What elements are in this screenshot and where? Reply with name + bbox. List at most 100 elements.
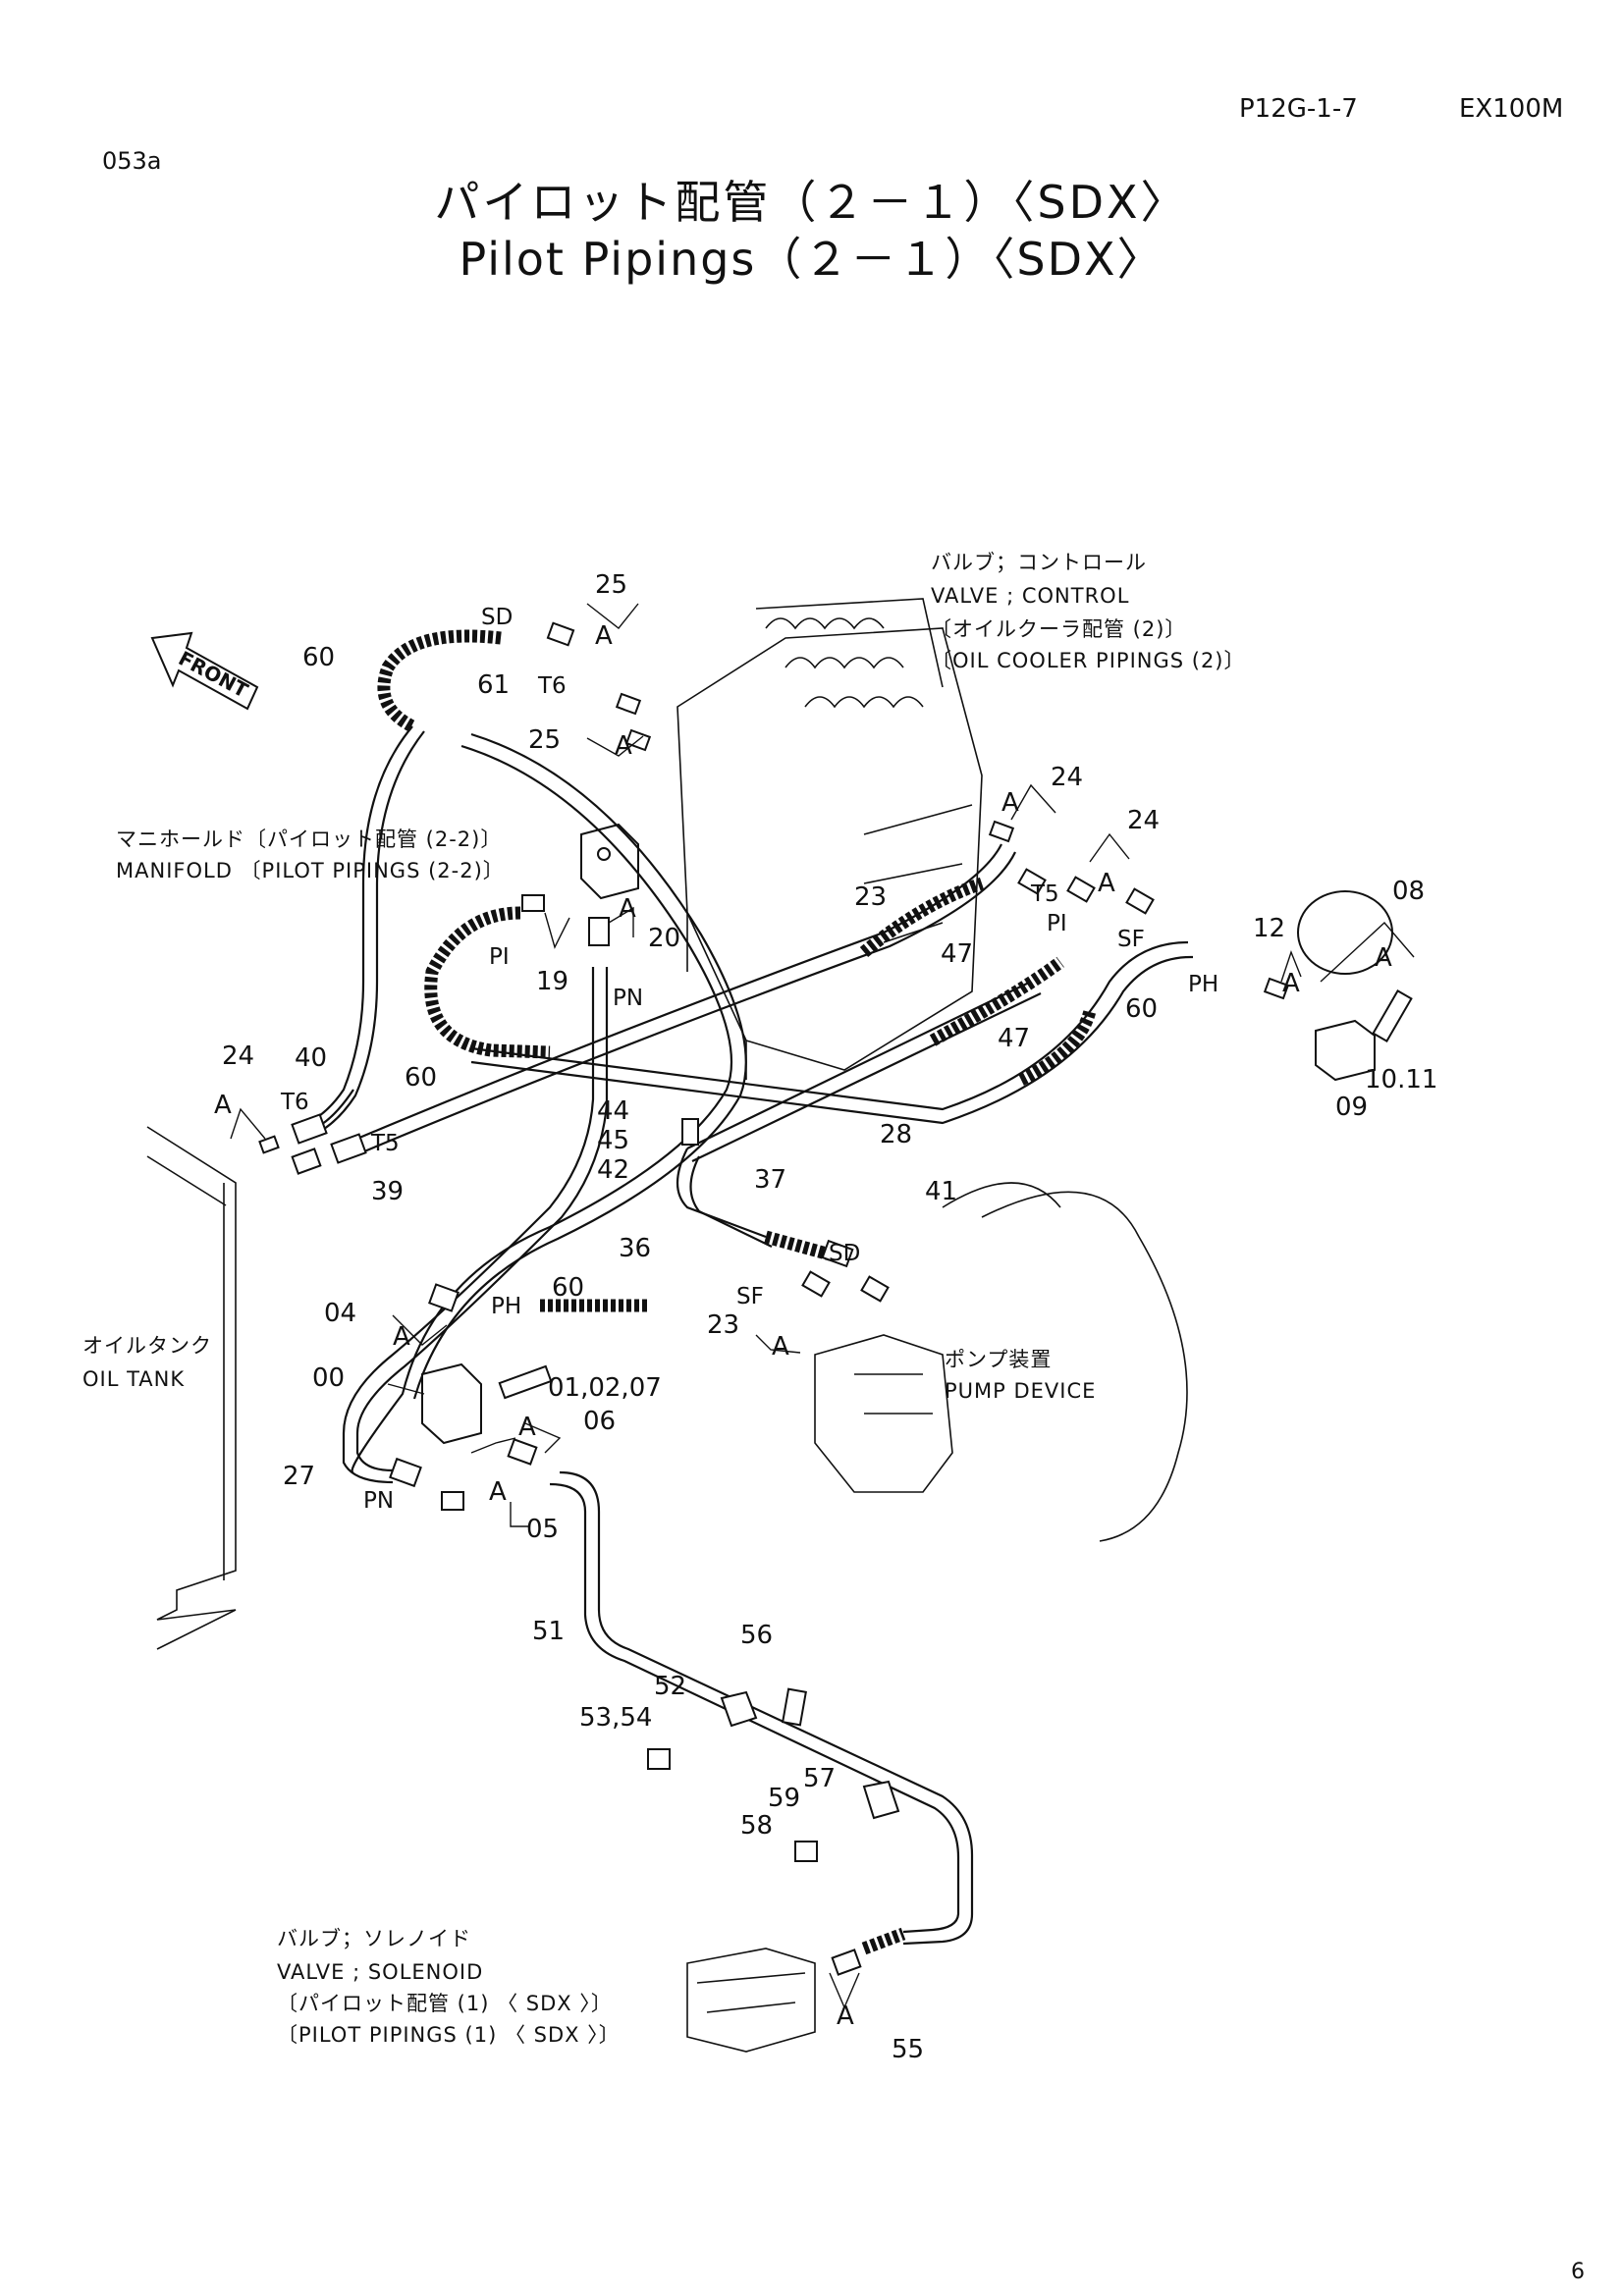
hose-55 — [861, 1927, 906, 1955]
callout: T5 — [370, 1131, 400, 1156]
hose-60-top — [377, 629, 502, 732]
callout: 24 — [222, 1041, 254, 1071]
callout: 05 — [526, 1515, 559, 1544]
callout: 53,54 — [579, 1703, 652, 1733]
callout: 59 — [768, 1784, 800, 1813]
page-title-english: Pilot Pipings（２－１）〈SDX〉 — [459, 233, 1164, 286]
note-solenoid-en: VALVE ; SOLENOID — [277, 1960, 483, 1984]
callout: 42 — [597, 1155, 629, 1185]
callout: T6 — [537, 673, 567, 699]
note-oil-tank-ja: オイルタンク — [82, 1334, 212, 1358]
note-control-valve-ja: バルブ；コントロール — [931, 551, 1147, 574]
callout: 06 — [583, 1407, 616, 1436]
callout: PN — [363, 1488, 394, 1514]
callout: A — [772, 1332, 789, 1362]
note-pump-device: ポンプ装置 PUMP DEVICE — [945, 1348, 1096, 1403]
manifold-block — [580, 823, 639, 900]
callout: 24 — [1051, 763, 1083, 792]
callout: A — [619, 894, 636, 924]
callout: 56 — [740, 1621, 773, 1650]
callout: 00 — [312, 1363, 345, 1393]
model-number: EX100M — [1459, 94, 1564, 124]
callout: 04 — [324, 1299, 356, 1328]
note-pilot-pipings-ja: 〔パイロット配管 (1) 〈 SDX 〉〕 — [277, 1992, 613, 2015]
note-manifold: マニホールド〔パイロット配管 (2-2)〕 MANIFOLD 〔PILOT PI… — [116, 828, 505, 882]
note-control-valve-en: VALVE ; CONTROL — [931, 584, 1129, 608]
callout: A — [393, 1322, 410, 1352]
front-direction-marker: FRONT — [150, 631, 259, 711]
note-control-valve: バルブ；コントロール VALVE ; CONTROL 〔オイルクーラ配管 (2)… — [931, 551, 1246, 672]
callout: 47 — [998, 1024, 1030, 1053]
solenoid-valve — [686, 1948, 816, 2053]
note-oil-cooler-ja: 〔オイルクーラ配管 (2)〕 — [931, 617, 1186, 641]
callout: 19 — [536, 967, 568, 996]
callout: A — [214, 1091, 232, 1120]
callout: A — [1001, 788, 1019, 818]
callout: 39 — [371, 1177, 404, 1206]
callout: 52 — [654, 1672, 686, 1701]
callout: A — [1282, 969, 1300, 998]
note-pump-device-en: PUMP DEVICE — [945, 1379, 1096, 1403]
page-title-japanese: パイロット配管（２－１）〈SDX〉 — [434, 176, 1189, 229]
note-oil-cooler-en: 〔OIL COOLER PIPINGS (2)〕 — [931, 649, 1246, 672]
accumulator — [1297, 890, 1393, 1082]
callout: 28 — [880, 1120, 912, 1149]
callout: T6 — [280, 1090, 309, 1115]
callout: 08 — [1392, 877, 1425, 906]
callout: 25 — [595, 570, 627, 600]
callout: PI — [1047, 911, 1067, 936]
callout: PI — [489, 944, 510, 970]
note-pump-device-ja: ポンプ装置 — [945, 1348, 1052, 1371]
callout: 09 — [1335, 1093, 1368, 1122]
pipes — [294, 725, 1194, 1946]
callout: 10.11 — [1365, 1065, 1437, 1095]
callout: 60 — [405, 1063, 437, 1093]
callout: 61 — [477, 670, 510, 700]
callout: 12 — [1253, 914, 1285, 943]
callout: 60 — [1125, 994, 1158, 1024]
callout: PN — [613, 986, 643, 1011]
hose-47-lower — [929, 956, 1064, 1046]
callout: 36 — [619, 1234, 651, 1263]
callout: A — [595, 621, 613, 651]
callout: PH — [491, 1294, 521, 1319]
note-manifold-ja: マニホールド〔パイロット配管 (2-2)〕 — [116, 828, 502, 851]
callout: SD — [829, 1241, 860, 1266]
callout: SF — [736, 1284, 764, 1309]
callout: 60 — [302, 643, 335, 672]
figure-code: 053a — [102, 147, 162, 175]
callout: A — [1375, 943, 1392, 973]
pump-device-outline — [814, 1182, 1188, 1542]
callout: SF — [1117, 927, 1145, 952]
callout: A — [615, 731, 632, 761]
callout: PH — [1188, 972, 1218, 997]
callout: 51 — [532, 1617, 565, 1646]
callout: T5 — [1030, 881, 1059, 907]
hose-60-left — [424, 906, 551, 1059]
callout: 01,02,07 — [548, 1373, 662, 1403]
callout: 44 — [597, 1096, 629, 1126]
fittings — [258, 621, 1413, 1976]
callout: 45 — [597, 1126, 629, 1155]
page-corner-mark: 6 — [1571, 2260, 1585, 2284]
callout: 57 — [803, 1764, 836, 1793]
callout: 20 — [648, 924, 680, 953]
callout: A — [518, 1413, 536, 1442]
callout: 60 — [552, 1273, 584, 1303]
part-callouts: 25 A SD 60 61 T6 25 A 24 A 24 A 08 A 12 … — [214, 570, 1437, 2064]
callout: 58 — [740, 1811, 773, 1841]
callout: 41 — [925, 1177, 957, 1206]
page-reference: P12G-1-7 — [1239, 94, 1358, 124]
leader-lines — [230, 603, 1415, 2009]
note-manifold-en: MANIFOLD 〔PILOT PIPINGS (2-2)〕 — [116, 859, 505, 882]
hose-60-right — [1018, 1009, 1097, 1086]
callout: 23 — [707, 1310, 739, 1340]
note-oil-tank-en: OIL TANK — [82, 1367, 185, 1391]
callout: 55 — [892, 2035, 924, 2064]
callout: 24 — [1127, 806, 1160, 835]
note-solenoid-valve: バルブ；ソレノイド VALVE ; SOLENOID 〔パイロット配管 (1) … — [277, 1927, 620, 2047]
note-solenoid-ja: バルブ；ソレノイド — [277, 1927, 471, 1950]
hose-sd — [764, 1230, 846, 1265]
callout: 40 — [295, 1043, 327, 1073]
callout: SD — [481, 605, 513, 630]
